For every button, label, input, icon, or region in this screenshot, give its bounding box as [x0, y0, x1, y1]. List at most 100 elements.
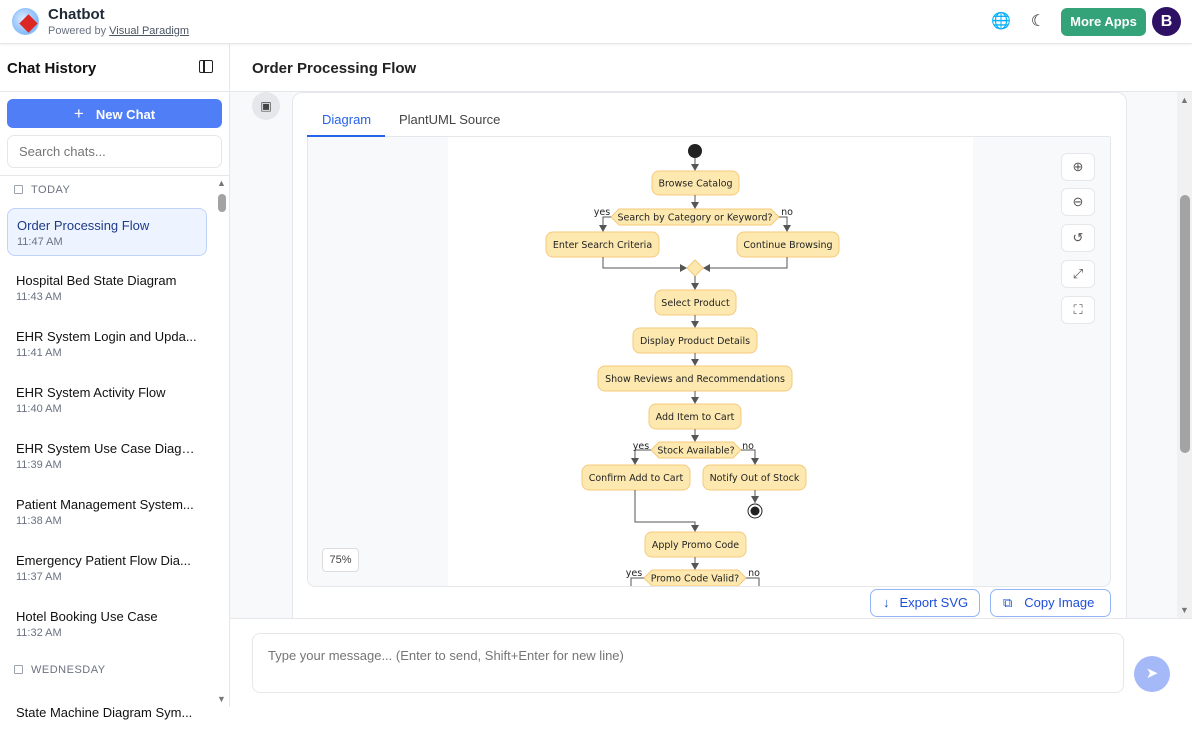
tab-diagram[interactable]: Diagram	[322, 112, 372, 127]
action-label: Confirm Add to Cart	[589, 473, 684, 484]
action-label: Notify Out of Stock	[710, 473, 800, 484]
flow-edge	[741, 449, 756, 465]
scroll-down-icon[interactable]: ▼	[217, 694, 226, 704]
scroll-up-icon[interactable]: ▲	[1180, 95, 1189, 105]
arrow-head	[691, 563, 699, 570]
message-input[interactable]	[252, 633, 1124, 693]
powered-prefix: Powered by	[48, 25, 110, 37]
action-label: Display Product Details	[640, 336, 750, 347]
chat-title: Emergency Patient Flow Dia...	[16, 553, 191, 568]
group-label: WEDNESDAY	[31, 664, 106, 676]
scroll-down-icon[interactable]: ▼	[1180, 605, 1189, 615]
chat-history-item[interactable]: EHR System Activity Flow 11:40 AM	[7, 376, 207, 424]
chat-title: Hospital Bed State Diagram	[16, 273, 177, 288]
yes-label: yes	[594, 207, 610, 218]
action-node	[736, 231, 840, 258]
moon-icon[interactable]: ☾	[1030, 13, 1046, 30]
fit-icon: ⤢	[1072, 266, 1084, 281]
flow-edge	[703, 257, 788, 269]
divider	[307, 136, 1110, 137]
divider	[0, 91, 229, 92]
action-label: Select Product	[661, 298, 730, 309]
main-scrollbar[interactable]	[1180, 195, 1190, 453]
send-icon: ➤	[1145, 665, 1159, 682]
arrow-head	[691, 359, 699, 366]
arrow-head	[691, 321, 699, 328]
arrow-head	[691, 525, 699, 532]
search-chats-input[interactable]	[7, 135, 222, 168]
chat-title: EHR System Activity Flow	[16, 385, 166, 400]
copy-image-label: Copy Image	[1024, 595, 1095, 610]
chat-time: 11:32 AM	[16, 627, 62, 639]
new-chat-label: New Chat	[95, 107, 156, 122]
group-today: TODAY	[14, 184, 70, 196]
sidebar: Chat History +New Chat TODAY Order Proce…	[0, 44, 230, 720]
calendar-icon	[14, 665, 23, 674]
flow-edge	[634, 449, 651, 465]
bot-icon: ▣	[252, 92, 280, 120]
visual-paradigm-link[interactable]: Visual Paradigm	[109, 25, 190, 37]
start-node	[688, 144, 702, 158]
flow-edge	[634, 490, 696, 532]
visual-paradigm-logo	[12, 8, 39, 35]
chat-time: 11:39 AM	[16, 459, 62, 471]
arrow-head	[751, 496, 759, 503]
chat-history-item[interactable]: Patient Management System... 11:38 AM	[7, 488, 207, 536]
reset-button[interactable]: ↺	[1061, 224, 1095, 252]
no-label: no	[781, 207, 793, 218]
chat-title: Order Processing Flow	[17, 218, 150, 233]
arrow-head	[631, 458, 639, 465]
decision-label: Promo Code Valid?	[651, 574, 739, 585]
send-button[interactable]: ➤	[1134, 656, 1170, 692]
chat-title: State Machine Diagram Sym...	[16, 705, 193, 720]
export-svg-button[interactable]: ↓Export SVG	[870, 589, 980, 617]
arrow-head	[691, 164, 699, 171]
chat-history-item[interactable]: EHR System Login and Upda...11:41 AM	[7, 320, 207, 368]
copy-image-button[interactable]: ⧉Copy Image	[990, 589, 1111, 617]
arrow-head	[783, 225, 791, 232]
chat-title: Patient Management System...	[16, 497, 194, 512]
more-apps-button[interactable]: More Apps	[1061, 8, 1146, 36]
tab-plantuml-source[interactable]: PlantUML Source	[399, 112, 501, 127]
group-wednesday: WEDNESDAY	[14, 664, 106, 676]
chat-time: 11:40 AM	[16, 403, 62, 415]
arrow-head	[703, 264, 710, 272]
sidebar-toggle-icon[interactable]	[199, 60, 213, 73]
calendar-icon	[14, 185, 23, 194]
chat-time: 11:37 AM	[16, 571, 62, 583]
zoom-in-button[interactable]: ⊕	[1061, 153, 1095, 181]
divider	[0, 175, 229, 176]
fullscreen-button[interactable]: ⛶	[1061, 296, 1095, 324]
arrow-head	[751, 458, 759, 465]
zoom-out-icon: ⊖	[1072, 194, 1084, 209]
yes-label: yes	[626, 568, 642, 579]
action-label: Enter Search Criteria	[553, 240, 652, 251]
action-label: Continue Browsing	[743, 240, 832, 251]
active-tab-indicator	[307, 135, 385, 137]
fit-button[interactable]: ⤢	[1061, 260, 1095, 288]
powered-by: Powered by Visual Paradigm	[48, 25, 189, 37]
chat-time: 11:38 AM	[16, 515, 62, 527]
download-icon: ↓	[883, 595, 890, 610]
user-avatar[interactable]: B	[1152, 7, 1181, 36]
arrow-head	[691, 283, 699, 290]
chat-history-item[interactable]: Emergency Patient Flow Dia... 11:37 AM	[7, 544, 207, 592]
sidebar-scrollbar[interactable]	[218, 194, 226, 212]
chat-history-item[interactable]: State Machine Diagram Sym...	[7, 696, 207, 744]
arrow-head	[691, 202, 699, 209]
scroll-up-icon[interactable]: ▲	[217, 178, 226, 188]
zoom-out-button[interactable]: ⊖	[1061, 188, 1095, 216]
end-node-core	[750, 506, 760, 516]
group-label: TODAY	[31, 184, 71, 196]
action-label: Apply Promo Code	[652, 540, 739, 551]
new-chat-button[interactable]: +New Chat	[7, 99, 222, 128]
globe-icon[interactable]: 🌐	[991, 13, 1011, 30]
chat-history-title: Chat History	[7, 60, 97, 77]
divider	[230, 91, 1192, 92]
